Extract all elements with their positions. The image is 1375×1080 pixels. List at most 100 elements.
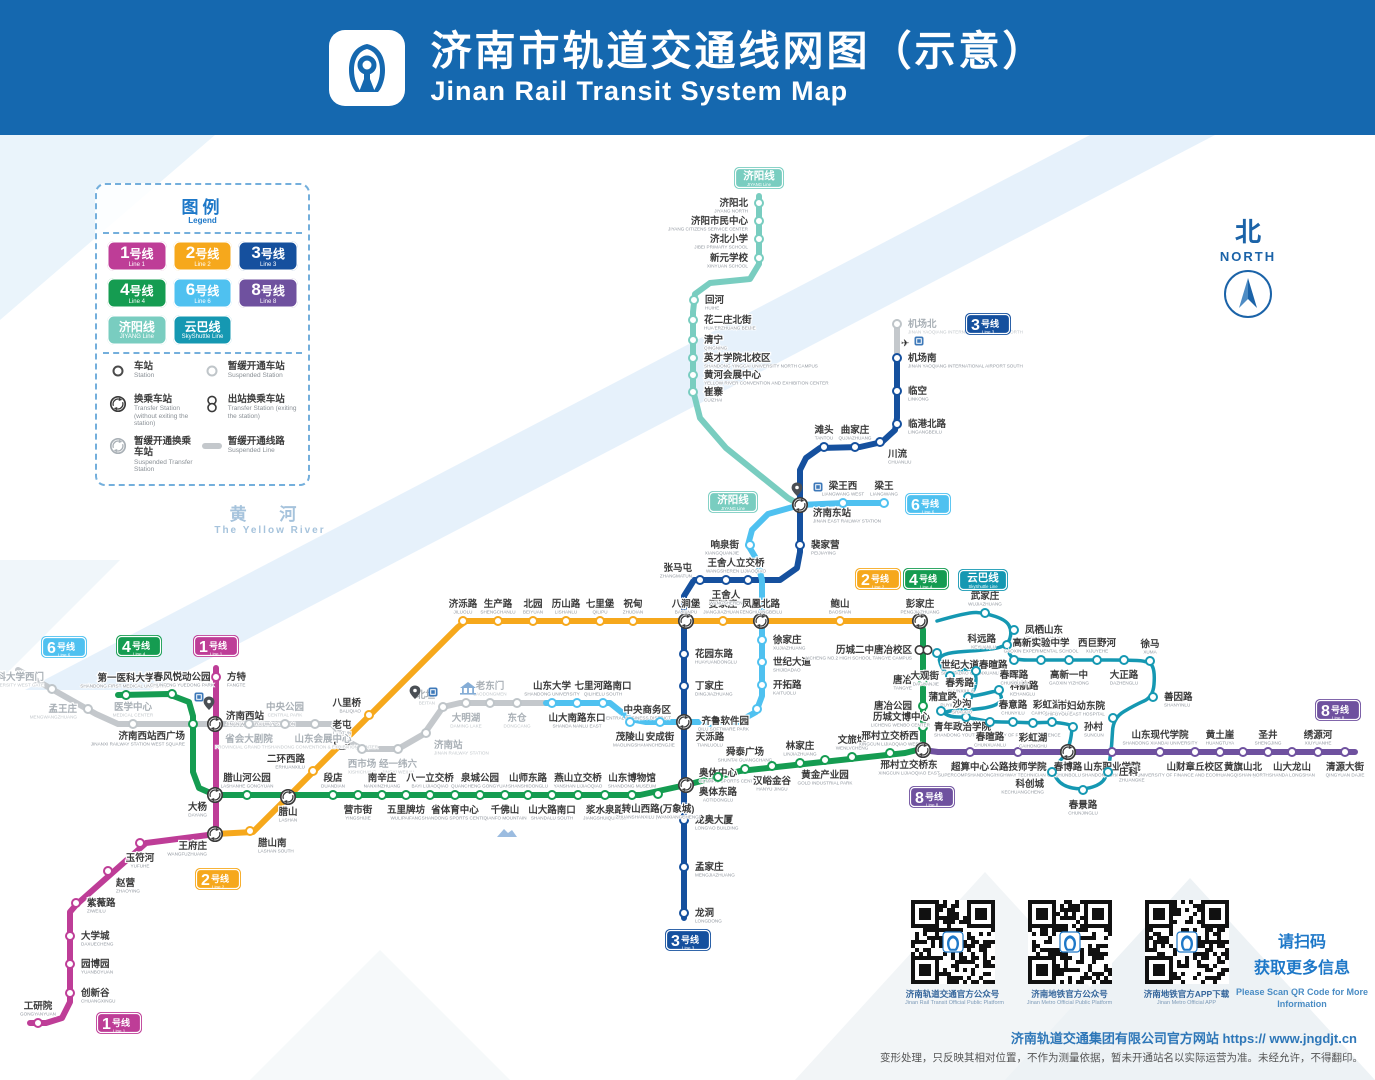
svg-text:CHUNXIULU: CHUNXIULU xyxy=(947,689,974,694)
svg-text:DAMING LAKE: DAMING LAKE xyxy=(450,724,481,729)
svg-text:CAIHONGHU: CAIHONGHU xyxy=(1019,744,1047,749)
svg-text:王府庄: 王府庄 xyxy=(178,840,207,852)
svg-text:YINGSHIJIE: YINGSHIJIE xyxy=(345,816,371,821)
svg-text:彩虹湖东: 彩虹湖东 xyxy=(1032,699,1072,711)
svg-text:响泉街: 响泉街 xyxy=(710,539,739,551)
svg-text:西巨野河: 西巨野河 xyxy=(1078,637,1117,649)
svg-text:燕山立交桥: 燕山立交桥 xyxy=(554,772,602,784)
svg-text:CENTRAL PARK: CENTRAL PARK xyxy=(268,713,304,718)
svg-text:八一立交桥: 八一立交桥 xyxy=(405,772,454,784)
svg-text:NANXINZHUANG: NANXINZHUANG xyxy=(364,784,401,789)
svg-text:LAOTUN: LAOTUN xyxy=(333,731,352,736)
svg-text:五里牌坊: 五里牌坊 xyxy=(387,804,426,816)
svg-text:滩头: 滩头 xyxy=(814,424,834,436)
svg-text:号线: 号线 xyxy=(925,791,943,802)
svg-text:WULIPAIFANG: WULIPAIFANG xyxy=(390,816,421,821)
legend-title: 图例 xyxy=(181,198,224,217)
qr-label-zh: 济南轨道交通官方公众号 xyxy=(905,989,1000,999)
svg-text:JINAN WEST RAILWAY STATION: JINAN WEST RAILWAY STATION xyxy=(226,722,295,727)
svg-text:SHANDONG POLYTECHNIC: SHANDONG POLYTECHNIC xyxy=(1082,773,1143,778)
svg-text:XUMA: XUMA xyxy=(1143,650,1157,655)
svg-text:山大路南口: 山大路南口 xyxy=(528,804,576,816)
disclaimer: 变形处理，只反映其相对位置，不作为测量依据，暂未开通站名以实际运营为准。未经允许… xyxy=(880,1052,1363,1064)
svg-text:8: 8 xyxy=(915,790,924,807)
svg-text:JIANGJIAZHUANG: JIANGJIAZHUANG xyxy=(703,610,743,615)
svg-text:济阳线: 济阳线 xyxy=(743,169,775,182)
svg-text:济北小学: 济北小学 xyxy=(710,233,749,245)
svg-text:SHANDONG UNIVERSITY: SHANDONG UNIVERSITY xyxy=(524,692,579,697)
station-第一医科大学西门: 第一医科大学西门SHANDONG FIRST MEDICAL UNIVERSIT… xyxy=(0,670,57,694)
svg-text:CHUNBOLU: CHUNBOLU xyxy=(1055,773,1081,778)
svg-text:ZHAOYING: ZHAOYING xyxy=(116,889,140,894)
river-zh: 黄 河 xyxy=(229,505,311,524)
svg-text:春博路: 春博路 xyxy=(1053,761,1083,773)
svg-text:SHENGCHANLU: SHENGCHANLU xyxy=(480,610,515,615)
svg-text:TANTOU: TANTOU xyxy=(815,436,833,441)
svg-text:HUANGTUYA: HUANGTUYA xyxy=(1206,741,1235,746)
svg-text:HANYU JINGU: HANYU JINGU xyxy=(756,787,787,792)
svg-text:LIANGWANG WEST: LIANGWANG WEST xyxy=(822,492,865,497)
svg-text:七里河路南口: 七里河路南口 xyxy=(574,680,631,692)
svg-text:SHANDONG SPORTS CENTER: SHANDONG SPORTS CENTER xyxy=(422,816,489,821)
svg-text:历城文博中心: 历城文博中心 xyxy=(873,711,931,723)
svg-text:八涧堡: 八涧堡 xyxy=(671,598,701,610)
svg-text:开拓路: 开拓路 xyxy=(773,679,802,691)
svg-text:SHAGOU: SHAGOU xyxy=(952,710,972,715)
scan-zh-1: 请扫码 xyxy=(1277,934,1326,951)
svg-text:公路技师学院: 公路技师学院 xyxy=(989,761,1047,773)
svg-text:SHANDONG FIRST MEDICAL UNIVERS: SHANDONG FIRST MEDICAL UNIVERSITY xyxy=(80,684,171,689)
svg-text:JINAN YAOQIANG INTERNATIONAL A: JINAN YAOQIANG INTERNATIONAL AIRPORT SOU… xyxy=(908,364,1023,369)
svg-text:徐家庄: 徐家庄 xyxy=(772,634,802,646)
svg-text:PUYILU: PUYILU xyxy=(940,703,957,708)
svg-text:LONG'AO BUILDING: LONG'AO BUILDING xyxy=(695,826,739,831)
svg-text:TANGYE PARK: TANGYE PARK xyxy=(880,712,913,717)
svg-text:工研院: 工研院 xyxy=(24,1000,53,1012)
svg-text:SHANDONG MUSEUM: SHANDONG MUSEUM xyxy=(608,784,656,789)
svg-text:绣源河: 绣源河 xyxy=(1303,729,1333,741)
svg-text:LAODONGMEN: LAODONGMEN xyxy=(473,692,506,697)
svg-text:崔寨: 崔寨 xyxy=(703,386,724,398)
svg-text:号线: 号线 xyxy=(211,873,229,884)
svg-text:ZHANGMATUN: ZHANGMATUN xyxy=(660,574,692,579)
svg-text:CHUNHUILU: CHUNHUILU xyxy=(1000,681,1027,686)
svg-text:TIANLUOLU: TIANLUOLU xyxy=(697,743,723,748)
qr-label-en: Jinan Rail Transit Official Public Platf… xyxy=(905,1000,1004,1006)
svg-text:DINGJIAZHUANG: DINGJIAZHUANG xyxy=(695,692,733,697)
svg-text:春秀路: 春秀路 xyxy=(944,677,974,689)
plane-icon: ✈ xyxy=(901,339,909,350)
svg-text:Line 3: Line 3 xyxy=(982,330,995,335)
qr-code-icon xyxy=(1144,900,1229,984)
svg-text:祝甸: 祝甸 xyxy=(623,598,642,610)
svg-text:大杨: 大杨 xyxy=(188,801,208,813)
svg-text:DONGCANG: DONGCANG xyxy=(503,724,530,729)
qr-code-icon xyxy=(910,900,995,984)
